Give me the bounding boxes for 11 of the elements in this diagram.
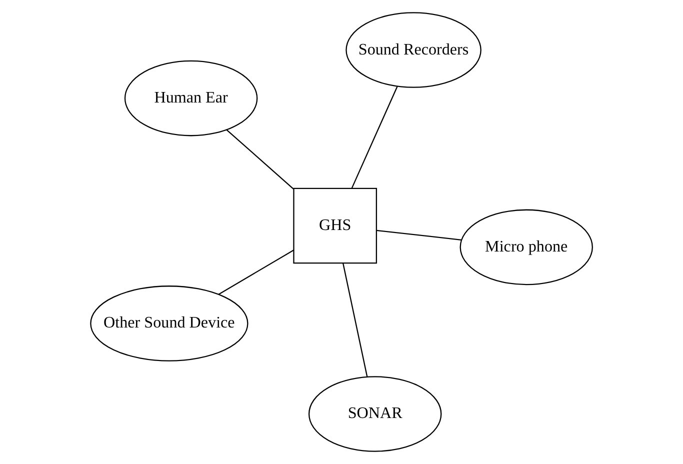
- connector: [226, 129, 294, 190]
- connector: [376, 230, 462, 240]
- node-box: GHS: [293, 188, 378, 264]
- node-ellipse: Human Ear: [124, 60, 258, 136]
- connector: [351, 86, 398, 188]
- node-ellipse: SONAR: [308, 376, 442, 452]
- node-ellipse: Sound Recorders: [346, 12, 482, 88]
- node-ellipse: Micro phone: [460, 209, 593, 286]
- node-ellipse: Other Sound Device: [90, 286, 248, 362]
- connector: [342, 263, 368, 377]
- connector: [218, 250, 294, 295]
